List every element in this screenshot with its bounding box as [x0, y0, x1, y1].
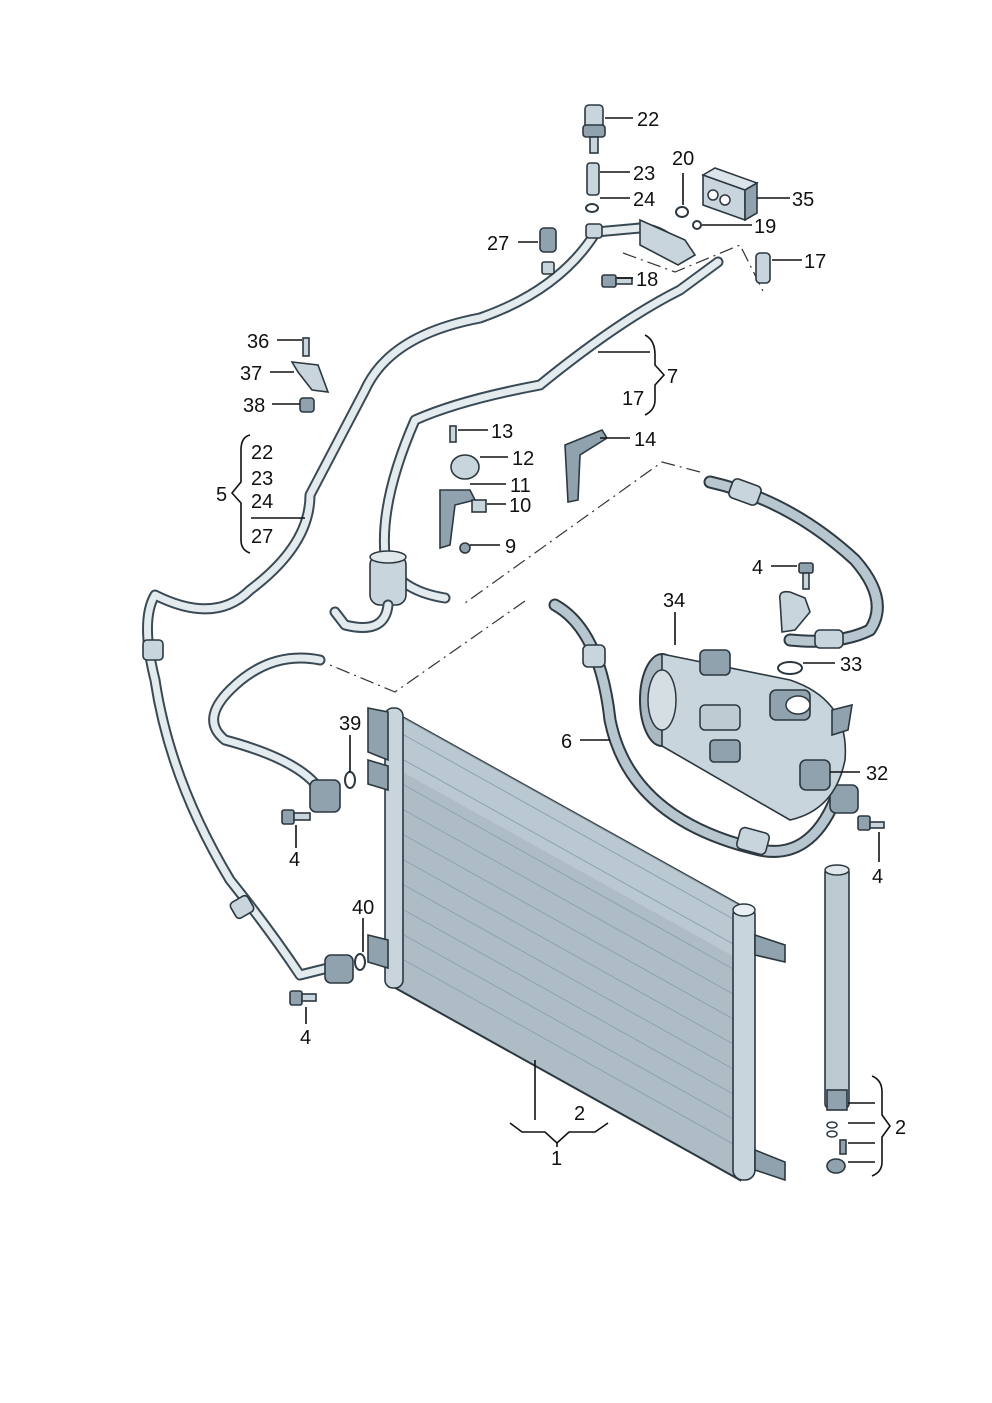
callout-4-right: 4 [872, 866, 883, 888]
condenser-bracket-bottom-left [367, 933, 389, 970]
condenser-left-tank [384, 707, 404, 989]
bolt-4-bottom [289, 990, 317, 1006]
callout-labels: 22 23 24 20 35 19 27 17 18 36 37 38 7 17… [216, 109, 906, 1170]
callout-5-group-22: 22 [251, 442, 273, 464]
callout-36: 36 [247, 331, 269, 353]
condenser [367, 707, 786, 1182]
condenser-bracket-top-left [367, 707, 389, 762]
condenser-outlet-fitting [324, 954, 354, 984]
o-ring-40 [354, 953, 366, 971]
callout-17: 17 [804, 251, 826, 273]
bracket-14 [564, 429, 609, 503]
fittings [281, 104, 885, 1006]
leader-lines [230, 117, 891, 1177]
callout-2-condenser: 2 [574, 1103, 585, 1125]
callout-5: 5 [216, 484, 227, 506]
bolt-4-left [281, 809, 311, 825]
callout-19: 19 [754, 216, 776, 238]
callout-37: 37 [240, 363, 262, 385]
receiver-drier-cartridge [824, 864, 850, 1174]
pressure-switch [582, 104, 606, 154]
callout-5-group-24: 24 [251, 491, 273, 513]
bracket-11 [439, 489, 477, 550]
callout-7: 7 [667, 366, 678, 388]
callout-18: 18 [636, 269, 658, 291]
condenser-bracket-top-right [754, 933, 786, 964]
reference-lines [329, 244, 766, 693]
callout-1: 1 [551, 1148, 562, 1170]
callout-22: 22 [637, 109, 659, 131]
callout-2-drier: 2 [895, 1117, 906, 1139]
callout-32: 32 [866, 763, 888, 785]
callout-24: 24 [633, 189, 655, 211]
clamp-37 [290, 361, 330, 393]
nut-38 [299, 397, 315, 413]
callout-20: 20 [672, 148, 694, 170]
ac-compressor [639, 649, 853, 821]
callout-38: 38 [243, 395, 265, 417]
callout-14: 14 [634, 429, 656, 451]
condenser-right-tank [732, 904, 756, 1181]
callout-11: 11 [510, 475, 531, 497]
callout-4-top: 4 [752, 557, 763, 579]
condenser-bracket-bottom-right [754, 1148, 786, 1182]
cap-17 [755, 252, 771, 284]
callout-9: 9 [505, 536, 516, 558]
callout-4-bottom: 4 [300, 1027, 311, 1049]
o-ring-19 [692, 220, 702, 230]
callout-4-left: 4 [289, 849, 300, 871]
condenser-fins [394, 729, 736, 1146]
screw-36 [302, 337, 310, 357]
o-ring-39 [344, 771, 356, 789]
callout-23: 23 [633, 163, 655, 185]
discharge-fitting [829, 784, 859, 814]
callout-27: 27 [487, 233, 509, 255]
callout-7-group-17: 17 [622, 388, 644, 410]
screw-13 [449, 425, 457, 443]
bolt-4-top [798, 562, 814, 590]
nut-9 [459, 542, 471, 554]
valve-core [586, 162, 600, 196]
callout-5-group-27: 27 [251, 526, 273, 548]
refrigerant-pipes [142, 222, 884, 981]
clip-10 [471, 499, 487, 513]
suction-fitting [778, 590, 811, 633]
expansion-valve [701, 167, 759, 222]
callout-5-group-23: 23 [251, 468, 273, 490]
o-ring-20 [675, 206, 689, 218]
clamp-12 [450, 454, 480, 480]
callout-13: 13 [491, 421, 513, 443]
cap-27 [539, 227, 557, 253]
callout-6: 6 [561, 731, 572, 753]
callout-35: 35 [792, 189, 814, 211]
callout-34: 34 [663, 590, 685, 612]
callout-10: 10 [509, 495, 531, 517]
callout-39: 39 [339, 713, 361, 735]
callout-40: 40 [352, 897, 374, 919]
pipe-bracket [639, 218, 697, 266]
bolt-4-right [857, 815, 885, 831]
bolt-18 [601, 274, 633, 288]
filter-dryer-can [329, 550, 407, 633]
condenser-inlet-fitting [309, 779, 341, 813]
o-ring-24 [585, 203, 599, 213]
callout-33: 33 [840, 654, 862, 676]
o-ring-33 [777, 661, 803, 675]
callout-12: 12 [512, 448, 534, 470]
